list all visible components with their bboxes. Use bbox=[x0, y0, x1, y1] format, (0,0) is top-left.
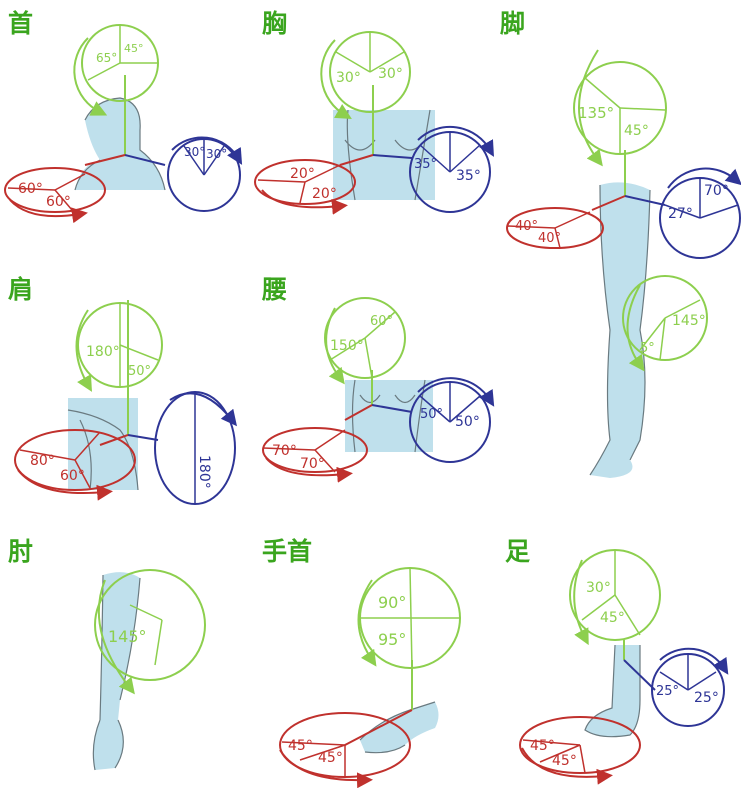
elbow-flexion-label: 145° bbox=[108, 627, 147, 646]
panel-ankle: 足 30° 45° 25° 25° bbox=[505, 537, 729, 785]
ankle-eversion-label: 25° bbox=[694, 690, 719, 706]
shoulder-rotation-label: 180° bbox=[196, 455, 212, 489]
neck-lateral-left-label: 60° bbox=[18, 181, 43, 197]
leg-rotation-out-label: 70° bbox=[704, 183, 729, 199]
neck-lateral-right-label: 60° bbox=[46, 194, 71, 210]
waist-flexion-label: 150° bbox=[330, 338, 364, 354]
wrist-lateral-ellipse: 45° 45° bbox=[279, 712, 411, 789]
leg-extension-label: 45° bbox=[624, 123, 649, 139]
leg-body bbox=[589, 182, 651, 478]
elbow-arm bbox=[92, 572, 141, 771]
panel-title-elbow: 肘 bbox=[8, 537, 33, 566]
panel-leg: 脚 135° 45° 27° 70° bbox=[500, 9, 741, 478]
ankle-foot bbox=[584, 644, 641, 738]
neck-rotation-right-label: 30° bbox=[206, 147, 227, 161]
neck-extension-label: 45° bbox=[124, 42, 144, 55]
neck-flexion-label: 65° bbox=[96, 51, 117, 65]
waist-rotation-circle: 50° 50° bbox=[409, 377, 495, 463]
knee-extension-label: 5° bbox=[640, 341, 655, 356]
neck-rotation-left-label: 30° bbox=[184, 145, 205, 159]
chest-lateral-right-label: 20° bbox=[312, 186, 337, 202]
shoulder-flexion-circle: 180° 50° bbox=[75, 302, 163, 392]
ankle-plantarflexion-label: 45° bbox=[600, 610, 625, 626]
ankle-lateral-right-label: 45° bbox=[552, 753, 577, 769]
chest-flexion-label: 30° bbox=[336, 70, 361, 86]
knee-flexion-circle: 5° 145° bbox=[622, 275, 708, 372]
waist-lateral-ellipse: 70° 70° bbox=[262, 427, 368, 483]
panel-title-chest: 胸 bbox=[262, 9, 287, 38]
panel-title-neck: 首 bbox=[8, 9, 33, 38]
waist-lateral-right-label: 70° bbox=[300, 456, 325, 472]
waist-lateral-left-label: 70° bbox=[272, 443, 297, 459]
panel-elbow: 肘 145° bbox=[8, 537, 206, 771]
waist-flexion-circle: 150° 60° bbox=[324, 297, 406, 385]
shoulder-extension-label: 50° bbox=[128, 364, 151, 379]
panel-title-wrist: 手首 bbox=[262, 537, 312, 566]
elbow-flexion-circle: 145° bbox=[94, 569, 206, 695]
panel-neck: 首 65° 45° 30° 30° bbox=[4, 9, 243, 224]
leg-lateral-ellipse: 40° 40° bbox=[506, 207, 604, 249]
waist-rotation-left-label: 50° bbox=[420, 407, 443, 422]
neck-body bbox=[74, 97, 166, 191]
neck-lateral-ellipse: 60° 60° bbox=[4, 167, 106, 224]
shoulder-rotation-circle: 180° bbox=[154, 391, 237, 505]
panel-title-leg: 脚 bbox=[500, 9, 525, 38]
shoulder-lateral-ellipse: 80° 60° bbox=[14, 429, 136, 501]
shoulder-abduction-label: 80° bbox=[30, 453, 55, 469]
wrist-flexion-label: 95° bbox=[378, 630, 406, 649]
chest-rotation-left-label: 35° bbox=[414, 157, 437, 172]
waist-rotation-right-label: 50° bbox=[455, 414, 480, 430]
ankle-inversion-label: 25° bbox=[656, 684, 679, 699]
panel-title-waist: 腰 bbox=[261, 275, 287, 304]
leg-rotation-in-label: 27° bbox=[668, 206, 693, 222]
chest-lateral-left-label: 20° bbox=[290, 166, 315, 182]
ankle-lateral-ellipse: 45° 45° bbox=[519, 716, 641, 785]
ankle-lateral-left-label: 45° bbox=[530, 738, 555, 754]
ankle-flexion-circle: 30° 45° bbox=[569, 549, 661, 646]
panel-chest: 胸 30° 30° 35° 35° bbox=[254, 9, 494, 215]
chest-lateral-ellipse: 20° 20° bbox=[254, 159, 356, 215]
ankle-dorsiflexion-label: 30° bbox=[586, 580, 611, 596]
wrist-radial-label: 45° bbox=[288, 738, 313, 754]
wrist-flexion-circle: 90° 95° bbox=[357, 567, 461, 669]
chest-rotation-right-label: 35° bbox=[456, 168, 481, 184]
shoulder-adduction-label: 60° bbox=[60, 468, 85, 484]
chest-rotation-circle: 35° 35° bbox=[409, 125, 494, 213]
panel-wrist: 手首 90° 95° 45° 45° bbox=[262, 537, 461, 789]
wrist-ulnar-label: 45° bbox=[318, 750, 343, 766]
neck-flexion-circle: 65° 45° bbox=[73, 24, 159, 116]
leg-abduction-label: 40° bbox=[515, 219, 538, 234]
wrist-extension-label: 90° bbox=[378, 593, 406, 612]
panel-waist: 腰 150° 60° 50° 50° bbox=[261, 275, 495, 483]
leg-rotation-circle: 27° 70° bbox=[659, 167, 741, 259]
leg-flexion-circle: 135° 45° bbox=[573, 49, 667, 167]
neck-rotation-circle: 30° 30° bbox=[167, 136, 243, 212]
knee-flexion-label: 145° bbox=[672, 313, 706, 329]
panel-title-shoulder: 肩 bbox=[8, 275, 33, 304]
panel-shoulder: 肩 180° 50° 180° 80° 60 bbox=[8, 275, 237, 505]
chest-flexion-circle: 30° 30° bbox=[320, 31, 411, 120]
ankle-rotation-circle: 25° 25° bbox=[651, 647, 729, 727]
shoulder-flexion-label: 180° bbox=[86, 344, 120, 360]
leg-adduction-label: 40° bbox=[538, 231, 561, 246]
chest-extension-label: 30° bbox=[378, 66, 403, 82]
leg-flexion-label: 135° bbox=[578, 104, 614, 122]
panel-title-ankle: 足 bbox=[505, 537, 530, 566]
waist-extension-label: 60° bbox=[370, 314, 393, 329]
